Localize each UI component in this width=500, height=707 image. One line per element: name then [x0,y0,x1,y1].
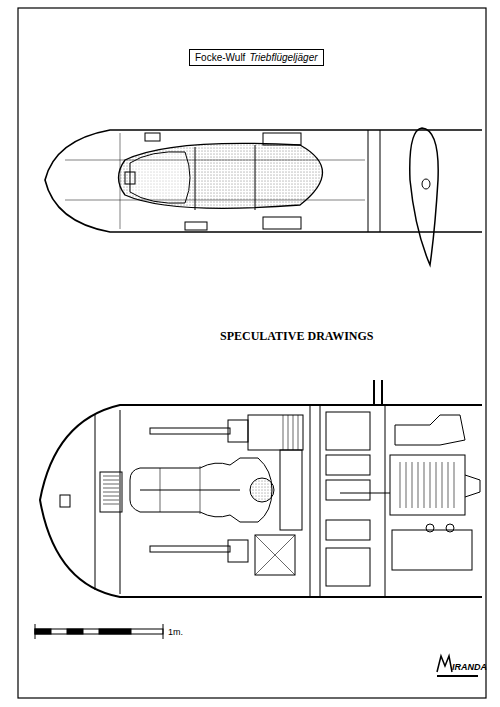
cutaway-view [40,380,482,597]
title-text: Focke-Wulf [195,52,245,63]
scale-label: 1m. [168,627,183,637]
title-box: Focke-Wulf Triebflügeljäger [189,49,324,66]
top-view [45,128,482,265]
section-heading: SPECULATIVE DRAWINGS [220,329,373,344]
title-text: Triebflügeljäger [249,52,317,63]
logo-text: IRANDA [452,662,487,672]
logo-mark [437,656,452,672]
scale-bar [35,624,163,639]
